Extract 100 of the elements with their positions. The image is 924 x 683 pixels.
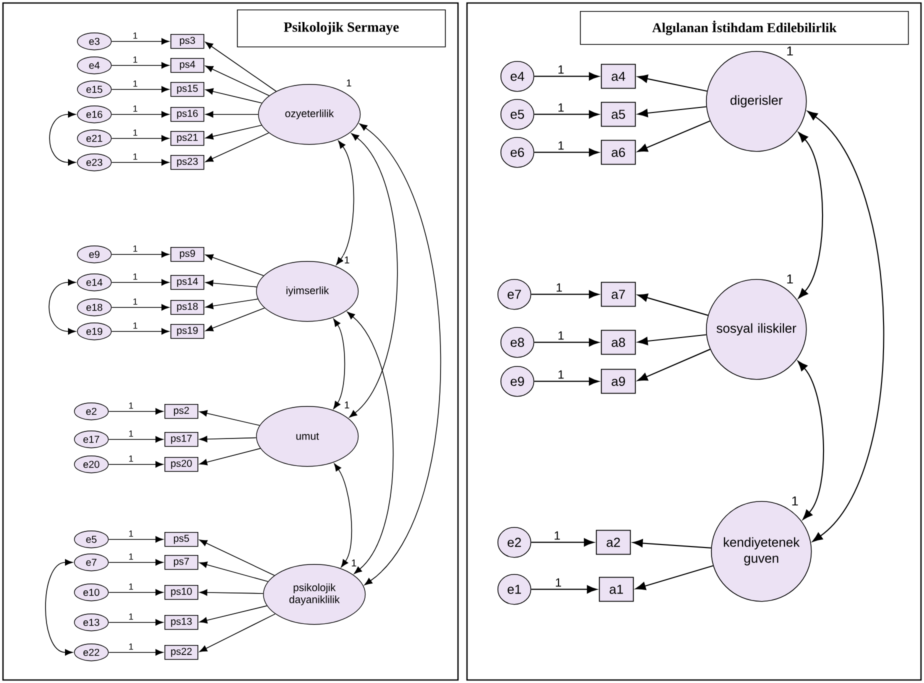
path-arrow — [205, 88, 262, 104]
path-arrow — [205, 254, 264, 276]
indicator-box: ps17 — [164, 432, 198, 447]
path-arrow — [111, 304, 170, 311]
path-arrow — [108, 436, 164, 443]
indicator-box: ps22 — [164, 644, 198, 660]
indicator-box: ps16 — [170, 106, 204, 122]
panel-frame — [2, 2, 459, 681]
covariance-arrow — [48, 279, 76, 335]
path-arrow — [205, 66, 270, 96]
variance-label: 1 — [343, 255, 351, 264]
path-arrow — [534, 72, 600, 80]
path-arrow — [199, 605, 268, 624]
edge-label: 1 — [557, 64, 565, 74]
edge-label: 1 — [128, 402, 134, 410]
path-arrow — [531, 538, 594, 546]
path-arrow — [199, 614, 276, 652]
edge-label: 1 — [128, 582, 134, 590]
covariance-arrow — [347, 312, 394, 574]
indicator-box: a1 — [598, 576, 634, 602]
path-arrow — [111, 135, 170, 142]
path-arrow — [111, 159, 170, 166]
title-box: Algılanan İstihdam Edilebilirlik — [580, 10, 909, 45]
edge-label: 1 — [132, 32, 138, 40]
covariance-arrow — [798, 360, 824, 520]
path-arrow — [205, 308, 265, 332]
indicator-box: a5 — [600, 102, 636, 127]
path-arrow — [534, 148, 600, 156]
path-arrow — [205, 298, 258, 310]
edge-label: 1 — [132, 272, 138, 280]
indicator-box: ps3 — [170, 34, 204, 49]
path-arrow — [199, 589, 264, 596]
edge-label: 1 — [132, 80, 138, 88]
path-arrow — [111, 328, 170, 335]
path-arrow — [531, 585, 598, 594]
path-arrow — [111, 111, 170, 118]
path-arrow — [534, 377, 600, 386]
indicator-box: a2 — [596, 530, 631, 555]
path-arrow — [199, 562, 268, 582]
edge-label: 1 — [557, 102, 565, 112]
path-arrow — [108, 536, 164, 543]
path-arrow — [199, 436, 257, 442]
indicator-box: ps9 — [170, 246, 204, 262]
path-arrow — [199, 410, 260, 426]
path-arrow — [108, 649, 164, 656]
path-arrow — [638, 106, 706, 118]
covariance-arrow — [334, 463, 352, 568]
indicator-box: ps5 — [164, 532, 198, 547]
indicator-box: ps20 — [164, 456, 198, 472]
path-arrow — [199, 540, 275, 576]
edge-label: 1 — [554, 578, 562, 588]
covariance-arrow — [798, 132, 824, 299]
edge-label: 1 — [128, 642, 134, 650]
path-arrow — [108, 619, 164, 626]
path-arrow — [111, 38, 170, 45]
indicator-box: ps21 — [170, 130, 204, 146]
path-arrow — [531, 290, 600, 298]
edge-label: 1 — [132, 152, 138, 160]
edge-label: 1 — [128, 454, 134, 462]
title-box: Psikolojik Sermaye — [236, 9, 446, 48]
path-arrow — [637, 120, 710, 152]
path-arrow — [637, 348, 710, 381]
indicator-box: ps4 — [170, 58, 204, 73]
path-arrow — [108, 461, 164, 468]
edge-label: 1 — [132, 298, 138, 306]
path-arrow — [205, 42, 276, 92]
path-arrow — [205, 124, 262, 140]
edge-label: 1 — [557, 140, 565, 150]
edge-label: 1 — [553, 530, 561, 540]
covariance-arrow — [349, 133, 398, 418]
path-arrow — [108, 559, 164, 566]
indicator-box: a4 — [600, 64, 636, 89]
panel-frame — [466, 2, 922, 681]
indicator-box: ps10 — [164, 584, 198, 600]
variance-label: 1 — [350, 558, 358, 568]
indicator-box: ps15 — [170, 82, 204, 97]
path-arrow — [205, 111, 258, 118]
path-arrow — [199, 448, 261, 466]
path-arrow — [534, 110, 600, 118]
path-arrow — [111, 62, 170, 69]
edge-label: 1 — [132, 322, 138, 330]
edge-label: 1 — [128, 612, 134, 620]
path-arrow — [111, 251, 170, 258]
edge-label: 1 — [555, 282, 563, 292]
indicator-box: ps14 — [170, 274, 204, 290]
indicator-box: ps19 — [170, 324, 204, 339]
edge-label: 1 — [128, 530, 134, 538]
edge-label: 1 — [132, 56, 138, 64]
covariance-arrow — [45, 559, 73, 656]
edge-label: 1 — [132, 244, 138, 252]
covariance-arrow — [49, 111, 76, 166]
edge-label: 1 — [557, 370, 565, 380]
indicator-box: ps23 — [170, 154, 204, 170]
indicator-box: a6 — [600, 140, 636, 165]
edge-label: 1 — [128, 552, 134, 560]
indicator-box: a9 — [600, 368, 636, 394]
edge-label: 1 — [132, 104, 138, 112]
indicator-box: a7 — [600, 282, 636, 307]
edge-label: 1 — [128, 430, 134, 438]
indicator-box: ps2 — [164, 404, 198, 419]
